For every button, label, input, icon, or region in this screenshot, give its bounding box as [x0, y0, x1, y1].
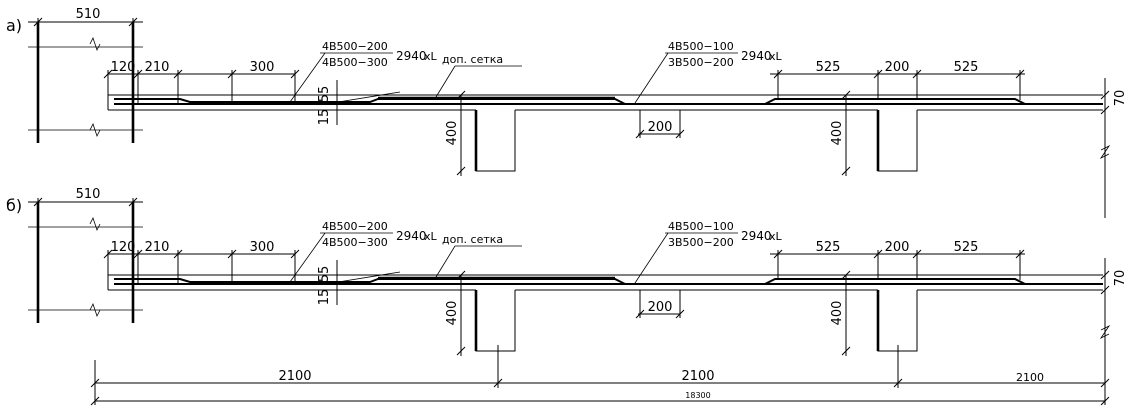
dim-55: 55: [317, 86, 332, 103]
note-left-suffix: xL: [424, 50, 438, 63]
section-a: а) 510 120 210 300 525 200 525 55 15 400 400 200 70 4B…: [6, 7, 1128, 218]
slab-thickness-dim: 70: [1113, 270, 1128, 287]
slab-thickness-dim: 70: [1113, 90, 1128, 107]
rib-right: [877, 290, 918, 352]
rib-left: [475, 290, 516, 352]
top-bar-right: [764, 278, 1026, 285]
section-b: б) 510 120 210 300 525 200 525 55 15 400 400 200 70 4B…: [6, 187, 1128, 398]
note-right-top: 4B500−100: [668, 40, 734, 53]
rib-width-dim: 200: [648, 120, 673, 135]
note-right-length: 2940: [741, 49, 772, 63]
break-mark: [1099, 324, 1111, 340]
note-right-length: 2940: [741, 229, 772, 243]
rib-right: [877, 110, 918, 172]
break-mark: [89, 216, 101, 232]
bottom-dim-3: 2100: [1016, 371, 1044, 384]
note-right-bottom: 3B500−200: [668, 56, 734, 69]
dim-300: 300: [250, 60, 275, 75]
note-extra-mesh: доп. сетка: [442, 53, 503, 66]
bottom-dim-1: 2100: [278, 369, 311, 384]
note-left-top: 4B500−200: [322, 220, 388, 233]
bottom-dimension-chain: 2100 2100 2100 18300: [90, 345, 1110, 406]
overall-dim: 18300: [685, 391, 710, 400]
note-left-suffix: xL: [424, 230, 438, 243]
break-mark: [89, 122, 101, 138]
note-left-bottom: 4B500−300: [322, 236, 388, 249]
note-right-bottom: 3B500−200: [668, 236, 734, 249]
note-left-top: 4B500−200: [322, 40, 388, 53]
break-mark: [1099, 144, 1111, 160]
beam-height-1: 400: [445, 301, 460, 326]
top-width-dim: 510: [76, 7, 101, 22]
beam-height-1: 400: [445, 121, 460, 146]
section-label: б): [6, 196, 22, 215]
leader: [289, 52, 326, 103]
section-label: а): [6, 16, 22, 35]
note-right-top: 4B500−100: [668, 220, 734, 233]
note-left-length: 2940: [396, 49, 427, 63]
dim-300: 300: [250, 240, 275, 255]
dim-200: 200: [885, 60, 910, 75]
leader: [435, 65, 456, 98]
note-right-suffix: xL: [769, 230, 783, 243]
note-right-suffix: xL: [769, 50, 783, 63]
break-mark: [89, 36, 101, 52]
dim-525-right: 525: [954, 60, 979, 75]
dim-525-left: 525: [816, 60, 841, 75]
bottom-dim-2: 2100: [681, 369, 714, 384]
dim-210: 210: [145, 240, 170, 255]
note-left-bottom: 4B500−300: [322, 56, 388, 69]
dim-55: 55: [317, 266, 332, 283]
beam-height-2: 400: [830, 121, 845, 146]
leader: [634, 52, 669, 104]
note-extra-mesh: доп. сетка: [442, 233, 503, 246]
rib-width-dim: 200: [648, 300, 673, 315]
dim-15: 15: [317, 109, 332, 126]
dim-120: 120: [111, 60, 136, 75]
dim-210: 210: [145, 60, 170, 75]
top-bar-right: [764, 98, 1026, 105]
note-left-length: 2940: [396, 229, 427, 243]
top-width-dim: 510: [76, 187, 101, 202]
leader: [435, 245, 456, 278]
dim-200: 200: [885, 240, 910, 255]
rib-left: [475, 110, 516, 172]
break-mark: [89, 302, 101, 318]
dim-525-right: 525: [954, 240, 979, 255]
dim-525-left: 525: [816, 240, 841, 255]
leader: [289, 232, 326, 283]
beam-height-2: 400: [830, 301, 845, 326]
leader: [634, 232, 669, 284]
dim-15: 15: [317, 289, 332, 306]
dim-120: 120: [111, 240, 136, 255]
